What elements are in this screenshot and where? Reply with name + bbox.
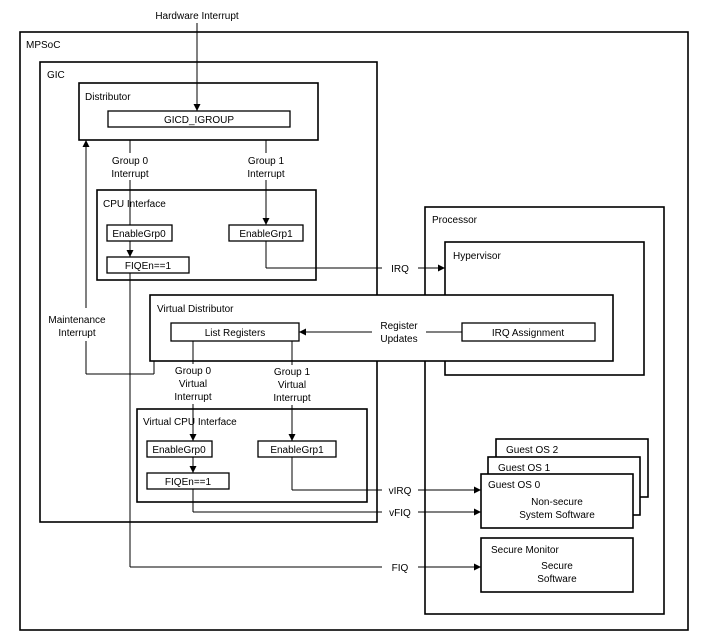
list-registers-label: List Registers (205, 328, 266, 339)
guest-os-2-label: Guest OS 2 (506, 445, 559, 456)
gicd-igroup-register (107, 110, 291, 128)
hardware-interrupt-label: Hardware Interrupt (155, 11, 239, 22)
secure-sw-label-1: Secure (541, 561, 573, 572)
secure-sw-label-2: Software (537, 574, 577, 585)
vgroup0-label-1: Group 0 (175, 366, 212, 377)
v-enable-grp0-box (146, 440, 213, 458)
mpsoc-label: MPSoC (26, 40, 60, 51)
vfiq-label: vFIQ (389, 508, 411, 519)
v-enable-grp1-box (257, 440, 337, 458)
fiq-label: FIQ (392, 563, 409, 574)
v-fiqen-label: FIQEn==1 (165, 477, 212, 488)
hypervisor-label: Hypervisor (453, 251, 501, 262)
fiqen-label: FIQEn==1 (125, 261, 172, 272)
vgroup1-label-2: Virtual (278, 380, 306, 391)
gic-label: GIC (47, 70, 65, 81)
secure-monitor-box (480, 537, 634, 593)
v-fiqen-box (146, 472, 230, 490)
v-enable-grp0-label: EnableGrp0 (152, 445, 206, 456)
guest-os-0-label: Guest OS 0 (488, 480, 541, 491)
group0-interrupt-label-1: Group 0 (112, 156, 149, 167)
vgroup1-label-3: Interrupt (273, 393, 310, 404)
vgroup1-label-1: Group 1 (274, 367, 311, 378)
guest-os-0-box (480, 473, 634, 529)
processor-label: Processor (432, 215, 478, 226)
group1-interrupt-label-1: Group 1 (248, 156, 285, 167)
nonsecure-label-1: Non-secure (531, 497, 583, 508)
v-enable-grp1-label: EnableGrp1 (270, 445, 324, 456)
vgroup0-label-2: Virtual (179, 379, 207, 390)
virtual-cpu-interface-label: Virtual CPU Interface (143, 417, 237, 428)
nonsecure-label-2: System Software (519, 510, 595, 521)
maintenance-label-2: Interrupt (58, 328, 95, 339)
vgroup0-label-3: Interrupt (174, 392, 211, 403)
secure-monitor-label: Secure Monitor (491, 545, 559, 556)
enable-grp0-label: EnableGrp0 (112, 229, 166, 240)
virtual-distributor-label: Virtual Distributor (157, 304, 234, 315)
maintenance-label-1: Maintenance (48, 315, 106, 326)
enable-grp0-box (106, 224, 173, 242)
group0-interrupt-label-2: Interrupt (111, 169, 148, 180)
irq-assignment-label: IRQ Assignment (492, 328, 564, 339)
enable-grp1-label: EnableGrp1 (239, 229, 293, 240)
distributor-label: Distributor (85, 92, 131, 103)
guest-os-1-label: Guest OS 1 (498, 463, 551, 474)
group1-interrupt-label-2: Interrupt (247, 169, 284, 180)
register-updates-label-1: Register (380, 321, 418, 332)
register-updates-label-2: Updates (380, 334, 417, 345)
fiqen-box (106, 256, 190, 274)
irq-label: IRQ (391, 264, 409, 275)
gicd-igroup-label: GICD_IGROUP (164, 115, 234, 126)
virq-label: vIRQ (389, 486, 412, 497)
cpu-interface-label: CPU Interface (103, 199, 166, 210)
